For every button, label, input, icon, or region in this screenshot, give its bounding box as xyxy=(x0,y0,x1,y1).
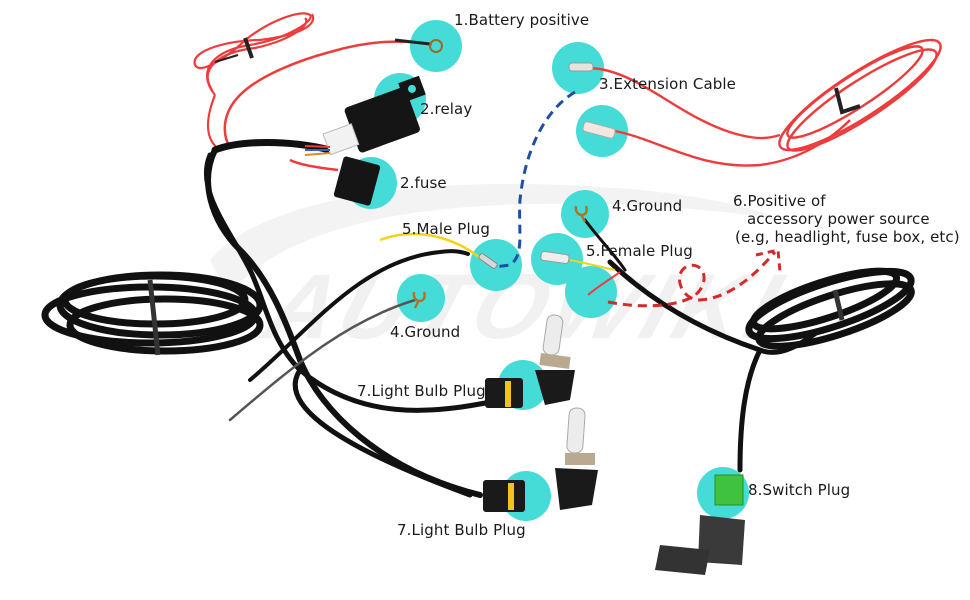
battery-ring-terminal xyxy=(429,39,443,53)
extension-terminal-female xyxy=(582,121,616,139)
switch-assembly xyxy=(655,474,745,575)
label-fuse: 2.fuse xyxy=(400,174,447,192)
male-plug-wire xyxy=(379,232,486,263)
bulb-lower xyxy=(483,407,598,512)
zip-tie-red-right xyxy=(834,87,861,115)
zip-tie-black-right xyxy=(832,289,845,321)
zip-tie-tail xyxy=(214,54,239,63)
label-light-bulb-plug-upper: 7.Light Bulb Plug xyxy=(357,382,486,400)
arrow-head xyxy=(755,248,782,273)
label-accessory-line1: 6.Positive of xyxy=(733,192,826,210)
relay-wires xyxy=(304,145,331,156)
label-ground-right: 4.Ground xyxy=(612,197,683,215)
black-coil-left xyxy=(41,271,264,355)
label-light-bulb-plug-lower: 7.Light Bulb Plug xyxy=(397,521,526,539)
callout-ground-left xyxy=(397,274,445,322)
blue-dashed-link xyxy=(494,90,576,269)
label-switch-plug: 8.Switch Plug xyxy=(748,481,851,499)
female-plug-terminal xyxy=(540,250,570,265)
callout-battery-positive xyxy=(410,20,462,72)
extension-terminal-bullet xyxy=(568,62,594,72)
label-accessory-line3: (e.g, headlight, fuse box, etc) xyxy=(735,228,960,246)
label-male-plug: 5.Male Plug xyxy=(402,220,490,238)
red-wire-coil-right xyxy=(589,38,942,167)
zip-tie-red-left xyxy=(243,37,254,59)
male-plug-terminal xyxy=(478,253,498,269)
fuse-holder xyxy=(289,156,381,206)
ground-fork-right xyxy=(574,205,588,223)
label-extension-cable: 3.Extension Cable xyxy=(599,75,737,93)
bulb-upper xyxy=(485,314,575,408)
label-battery-positive: 1.Battery positive xyxy=(454,11,590,29)
female-plug-red-wire xyxy=(587,271,621,296)
female-plug-wire xyxy=(569,259,616,271)
red-dashed-arrow xyxy=(607,251,777,308)
red-wire-coil-left xyxy=(193,12,315,151)
battery-wire-join xyxy=(223,50,331,149)
black-harness xyxy=(203,139,823,498)
label-female-plug: 5.Female Plug xyxy=(586,242,693,260)
label-accessory-line2: accessory power source xyxy=(747,210,930,228)
black-coil-right xyxy=(745,267,915,350)
battery-wire-black xyxy=(394,38,431,46)
label-relay: 2.relay xyxy=(420,100,473,118)
label-ground-left: 4.Ground xyxy=(390,323,461,341)
watermark-swoosh xyxy=(210,183,780,300)
relay xyxy=(322,75,426,156)
ground-fork-left xyxy=(412,291,426,309)
zip-tie-black-left xyxy=(147,279,161,356)
